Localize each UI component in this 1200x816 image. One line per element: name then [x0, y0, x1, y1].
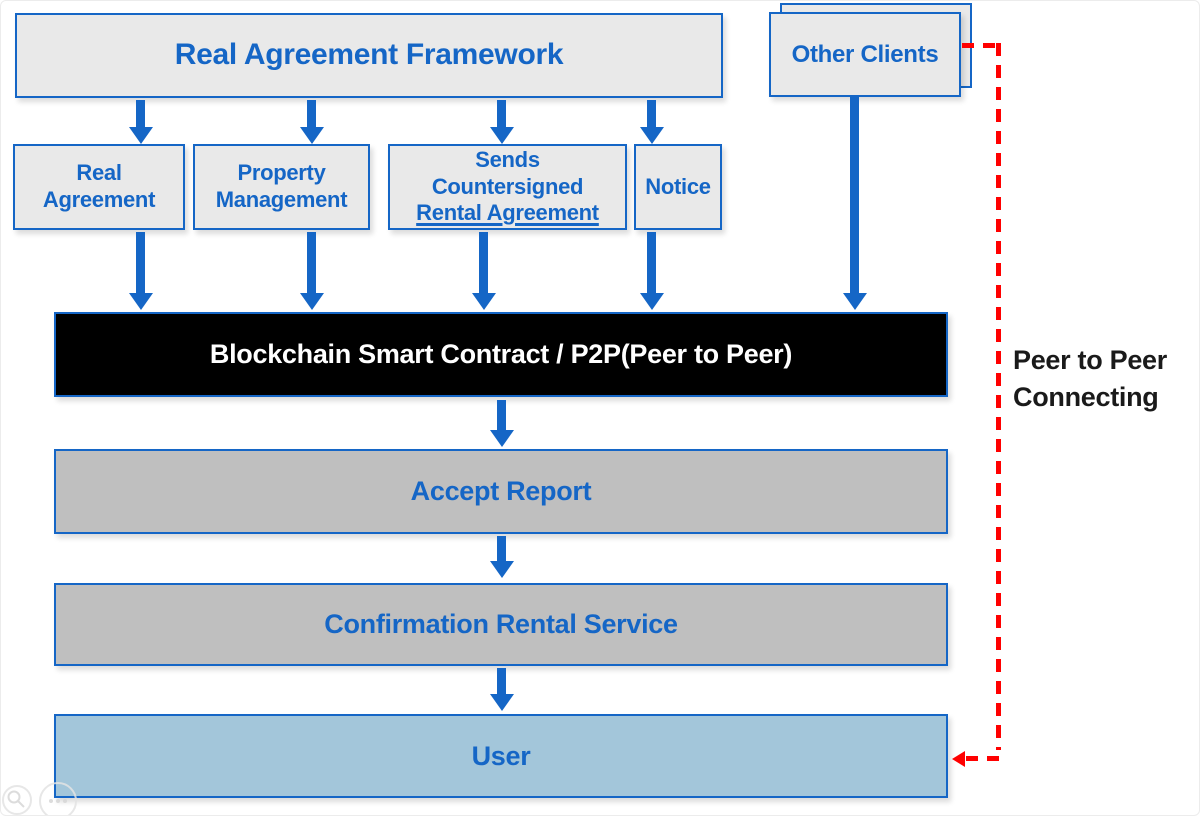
arrow-real-agreement-to-blockchain	[128, 232, 153, 310]
arrow-blockchain-to-accept-report	[489, 400, 514, 447]
arrow-framework-to-sends	[489, 100, 514, 144]
node-real-agreement-framework: Real Agreement Framework	[15, 13, 723, 98]
node-accept-report: Accept Report	[54, 449, 948, 534]
arrow-notice-to-blockchain	[639, 232, 664, 310]
node-label: Notice	[645, 173, 711, 199]
p2p-connector-bottom-segment	[966, 756, 999, 761]
p2p-connector-arrowhead	[952, 751, 965, 767]
node-notice: Notice	[634, 144, 722, 230]
p2p-connector-top-segment	[962, 43, 999, 48]
search-watermark-icon	[2, 785, 32, 815]
node-user: User	[54, 714, 948, 798]
arrow-confirmation-to-user	[489, 668, 514, 711]
p2p-connector-vertical-segment	[996, 43, 1001, 750]
arrow-framework-to-real-agreement	[128, 100, 153, 144]
node-label-line: Agreement	[42, 187, 156, 212]
node-sends-countersigned-rental-agreement: Sends Countersigned Rental Agreement	[388, 144, 627, 230]
node-label: Blockchain Smart Contract / P2P(Peer to …	[209, 339, 793, 370]
node-label-line: Sends	[475, 146, 540, 172]
dots-watermark-icon	[39, 782, 77, 815]
node-blockchain-smart-contract: Blockchain Smart Contract / P2P(Peer to …	[54, 312, 948, 397]
node-property-management: Property Management	[193, 144, 370, 230]
node-label-line: Real	[76, 160, 122, 186]
node-confirmation-rental-service: Confirmation Rental Service	[54, 583, 948, 666]
arrow-framework-to-property-management	[299, 100, 324, 144]
node-other-clients: Other Clients	[769, 12, 961, 97]
node-label: User	[471, 740, 531, 771]
node-label-line: Countersigned	[431, 173, 584, 199]
node-real-agreement: Real Agreement	[13, 144, 185, 230]
arrow-accept-report-to-confirmation	[489, 536, 514, 578]
node-label-line: Property	[237, 160, 326, 186]
node-label-line: Management	[215, 187, 348, 212]
arrow-property-management-to-blockchain	[299, 232, 324, 310]
arrow-framework-to-notice	[639, 100, 664, 144]
arrow-other-clients-to-blockchain	[842, 97, 867, 310]
watermark-icons	[2, 782, 77, 815]
node-label: Other Clients	[791, 40, 939, 68]
node-label: Real Agreement Framework	[174, 38, 564, 72]
node-label: Confirmation Rental Service	[324, 609, 678, 640]
arrow-sends-to-blockchain	[471, 232, 496, 310]
node-label-line-underlined: Rental Agreement	[416, 200, 599, 226]
label-line: Connecting	[1013, 382, 1159, 412]
peer-to-peer-connecting-label: Peer to Peer Connecting	[1013, 342, 1167, 416]
label-line: Peer to Peer	[1013, 345, 1167, 375]
node-label: Accept Report	[410, 476, 592, 507]
